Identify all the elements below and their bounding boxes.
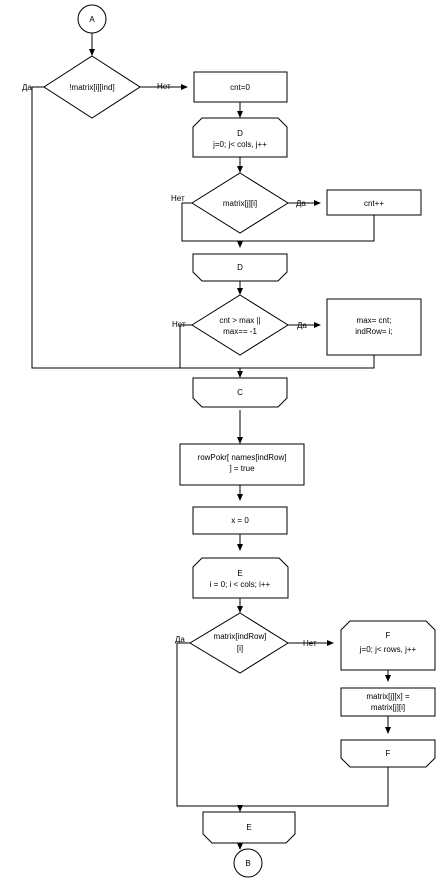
process-cnt-increment: cnt++ bbox=[326, 189, 422, 216]
process-max-set-line2: indRow= i; bbox=[355, 327, 393, 336]
loop-d-open-condition: j=0; j< cols, j++ bbox=[212, 140, 267, 149]
arrow-head bbox=[237, 606, 243, 613]
loop-d-close-label: D bbox=[237, 263, 243, 272]
arrow-head bbox=[314, 322, 321, 328]
decision-matrix-indrow-line1: matrix[indRow] bbox=[214, 632, 267, 641]
branch-yes-label: Да bbox=[296, 199, 306, 208]
loop-f-close: F bbox=[340, 739, 436, 768]
branch-no-label: Нет bbox=[172, 320, 186, 329]
arrow-head bbox=[237, 437, 243, 444]
process-cnt-increment-label: cnt++ bbox=[364, 199, 384, 208]
arrow-head bbox=[237, 111, 243, 118]
decision-matrix-indrow-line2: [i] bbox=[237, 644, 243, 653]
loop-e-open-title: E bbox=[237, 569, 242, 578]
start-connector-label: A bbox=[89, 15, 95, 24]
decision-max-check: cnt > max || max== -1 bbox=[191, 294, 289, 356]
decision-matrix-ind-label: !matrix[i][ind] bbox=[69, 83, 114, 92]
process-cnt-zero: cnt=0 bbox=[193, 71, 288, 103]
branch-no-label: Нет bbox=[171, 194, 185, 203]
branch-yes-label: Да bbox=[175, 635, 185, 644]
arrow-head bbox=[385, 675, 391, 682]
loop-d-close: D bbox=[192, 253, 288, 282]
arrow-head bbox=[237, 241, 243, 248]
process-row-pokr-line1: rowPokr[ names[indRow] bbox=[198, 453, 287, 462]
process-matrix-assign-line1: matrix[j][x] = bbox=[366, 692, 410, 701]
loop-f-open: F j=0; j< rows, j++ bbox=[340, 620, 436, 671]
arrow-head bbox=[314, 200, 321, 206]
arrow-head bbox=[89, 49, 95, 56]
process-x-zero-label: x = 0 bbox=[231, 516, 249, 525]
decision-matrix-ji: matrix[j][i] bbox=[191, 172, 289, 234]
flow-lines bbox=[31, 33, 389, 849]
loop-f-close-label: F bbox=[386, 749, 391, 758]
process-matrix-assign: matrix[j][x] = matrix[j][i] bbox=[340, 687, 436, 717]
arrow-head bbox=[181, 84, 188, 90]
loop-e-close: E bbox=[202, 811, 296, 844]
end-connector: B bbox=[233, 848, 263, 878]
arrow-head bbox=[237, 371, 243, 378]
loop-f-open-title: F bbox=[386, 631, 391, 640]
decision-matrix-indrow: matrix[indRow] [i] bbox=[189, 612, 289, 674]
process-matrix-assign-line2: matrix[j][i] bbox=[371, 703, 405, 712]
decision-matrix-ind: !matrix[i][ind] bbox=[43, 55, 141, 119]
loop-d-open-title: D bbox=[237, 129, 243, 138]
loop-e-open: E i = 0; i < cols; i++ bbox=[192, 557, 289, 599]
loop-d-open: D j=0; j< cols, j++ bbox=[192, 117, 288, 158]
decision-max-check-line1: cnt > max || bbox=[219, 316, 260, 325]
branch-no-label: Нет bbox=[303, 639, 317, 648]
loop-e-open-condition: i = 0; i < cols; i++ bbox=[210, 580, 271, 589]
process-cnt-zero-label: cnt=0 bbox=[230, 83, 250, 92]
process-max-set: max= cnt; indRow= i; bbox=[326, 298, 422, 356]
loop-c-close: C bbox=[192, 377, 288, 408]
branch-yes-label: Да bbox=[297, 321, 307, 330]
arrow-head bbox=[237, 544, 243, 551]
process-max-set-line1: max= cnt; bbox=[357, 316, 392, 325]
arrow-head bbox=[237, 843, 243, 850]
end-connector-label: B bbox=[245, 859, 250, 868]
loop-e-close-label: E bbox=[246, 823, 251, 832]
arrow-head bbox=[237, 805, 243, 812]
process-row-pokr: rowPokr[ names[indRow] ] = true bbox=[179, 443, 305, 486]
process-row-pokr-line2: ] = true bbox=[229, 464, 255, 473]
arrow-head bbox=[237, 166, 243, 173]
arrow-head bbox=[237, 288, 243, 295]
decision-matrix-ji-label: matrix[j][i] bbox=[223, 199, 257, 208]
loop-c-close-label: C bbox=[237, 388, 243, 397]
loop-f-open-condition: j=0; j< rows, j++ bbox=[359, 645, 417, 654]
arrowheads bbox=[89, 49, 391, 850]
branch-yes-label: Да bbox=[22, 83, 32, 92]
arrow-head bbox=[237, 494, 243, 501]
arrow-head bbox=[385, 727, 391, 734]
start-connector: A bbox=[77, 4, 107, 34]
branch-no-label: Нет bbox=[157, 82, 171, 91]
decision-max-check-line2: max== -1 bbox=[223, 327, 257, 336]
arrow-head bbox=[327, 640, 334, 646]
process-x-zero: x = 0 bbox=[192, 506, 288, 535]
